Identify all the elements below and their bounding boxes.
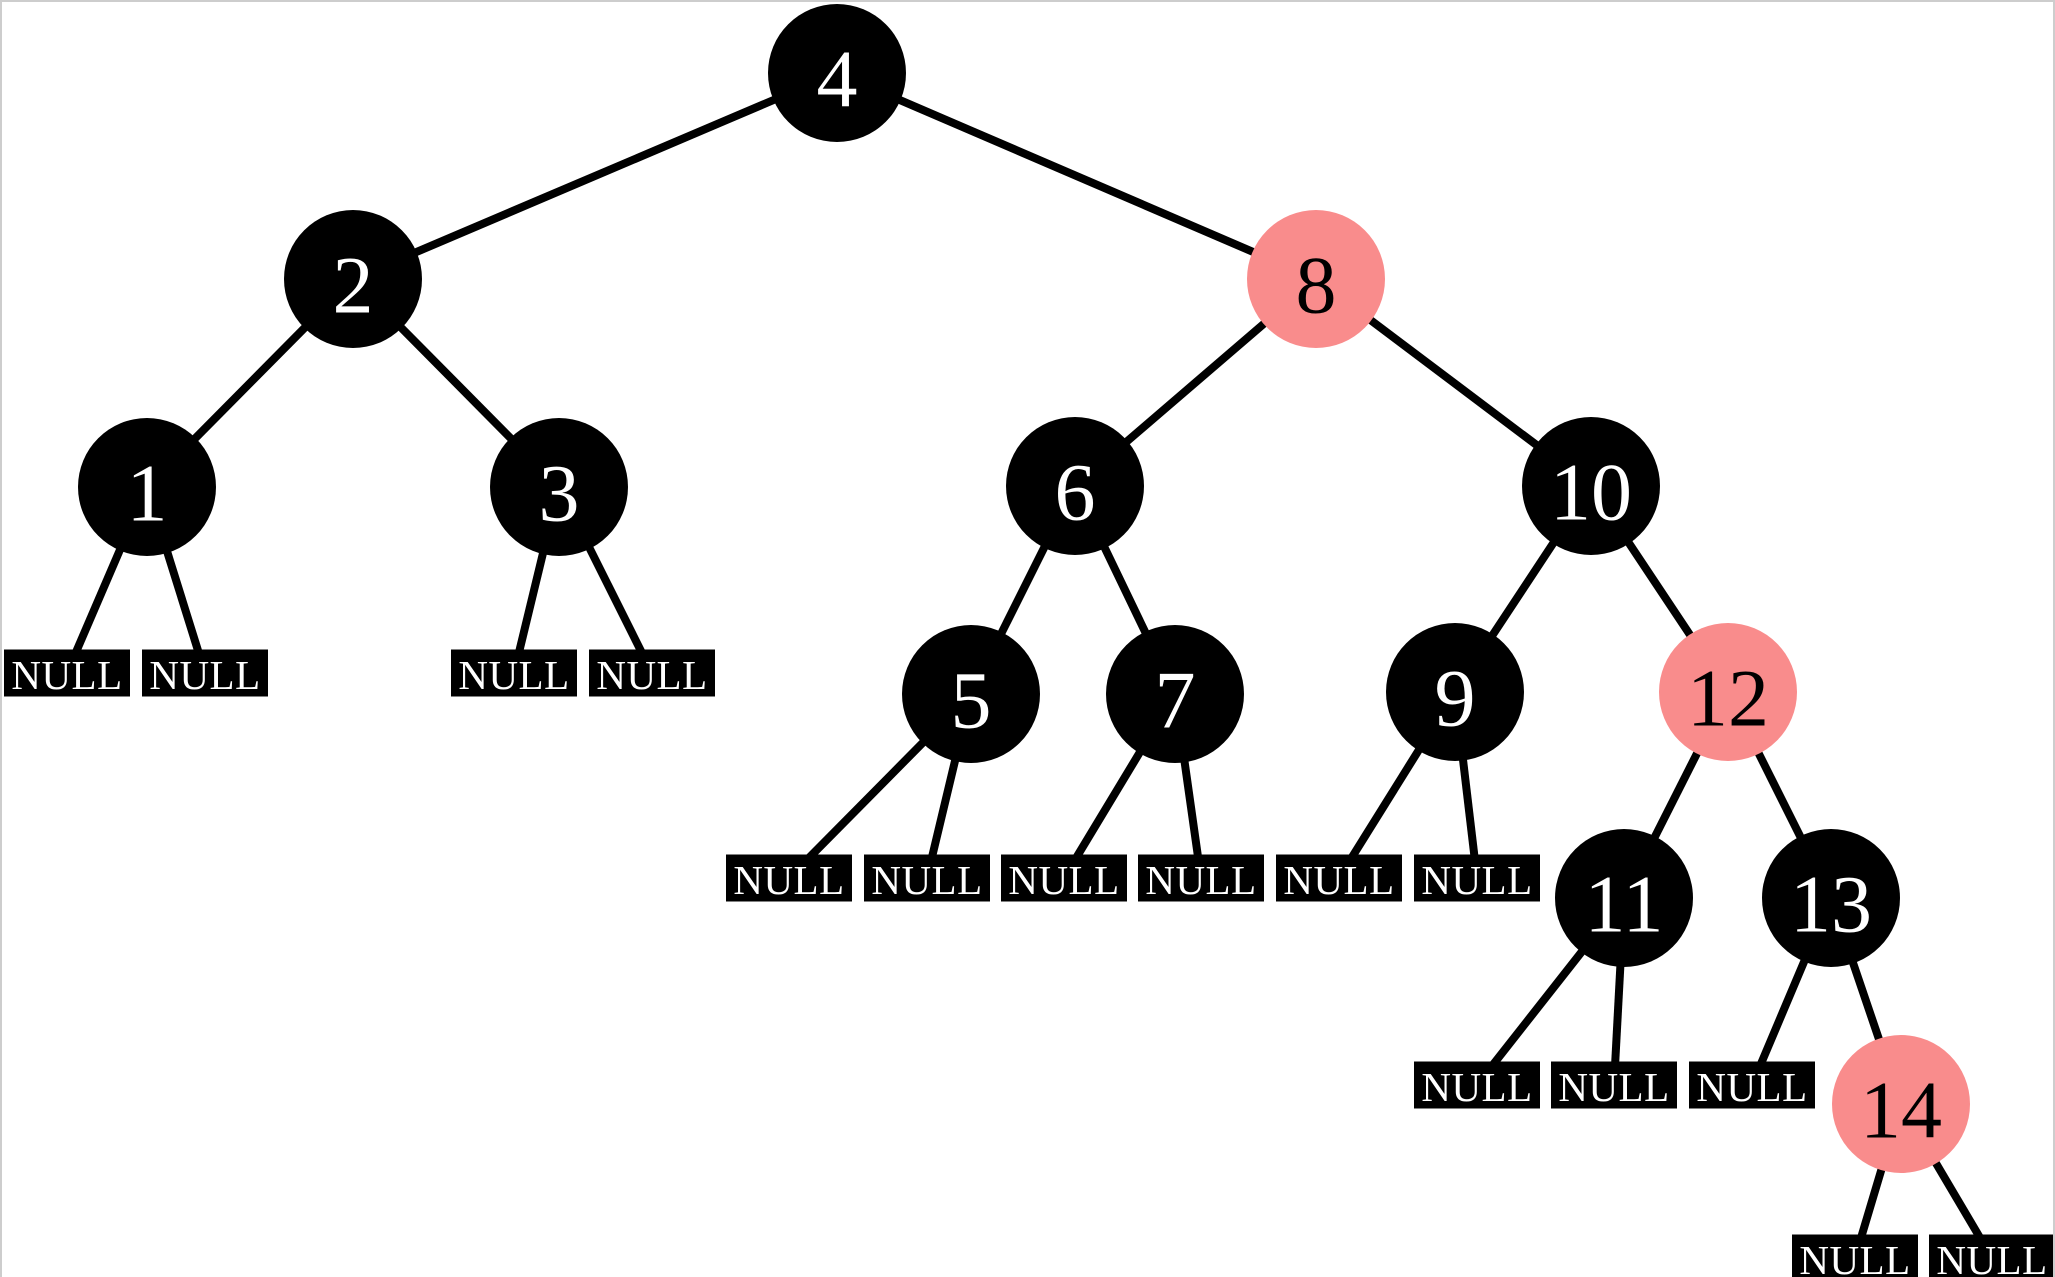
null-leaf-label: NULL: [1283, 857, 1394, 903]
tree-node-7-black: [1106, 625, 1244, 763]
null-leaf-box: [726, 854, 852, 902]
null-leaf-label: NULL: [1421, 1064, 1532, 1110]
null-leaf-label: NULL: [1696, 1064, 1807, 1110]
tree-node-label-14: 14: [1860, 1065, 1942, 1156]
tree-node-label-7: 7: [1155, 655, 1196, 746]
null-leaf-label: NULL: [1799, 1237, 1910, 1277]
tree-node-label-1: 1: [127, 448, 168, 539]
tree-node-label-3: 3: [539, 448, 580, 539]
null-leaf-box: [1138, 854, 1264, 902]
tree-node-14-red: [1832, 1035, 1970, 1173]
tree-node-6-black: [1006, 417, 1144, 555]
null-leaf-label: NULL: [1936, 1237, 2047, 1277]
tree-edge-4-8: [835, 69, 1318, 283]
null-leaf-box: [4, 649, 130, 697]
null-leaf-label: NULL: [1558, 1064, 1669, 1110]
null-leaf-box: [1414, 1061, 1540, 1109]
tree-node-11-black: [1555, 829, 1693, 967]
null-leaf-label: NULL: [1145, 857, 1256, 903]
null-leaf-box: [451, 649, 577, 697]
tree-node-8-red: [1247, 210, 1385, 348]
tree-node-label-5: 5: [951, 655, 992, 746]
tree-node-2-black: [284, 210, 422, 348]
tree-node-10-black: [1522, 417, 1660, 555]
tree-node-label-2: 2: [333, 240, 374, 331]
tree-node-9-black: [1386, 623, 1524, 761]
tree-node-label-13: 13: [1790, 859, 1872, 950]
null-leaf-box: [589, 649, 715, 697]
tree-node-label-4: 4: [817, 34, 858, 125]
tree-node-5-black: [902, 625, 1040, 763]
null-leaf-box: [1929, 1234, 2053, 1277]
null-leaf-label: NULL: [149, 652, 260, 698]
null-leaf-label: NULL: [11, 652, 122, 698]
tree-node-4-black: [768, 4, 906, 142]
null-leaf-label: NULL: [458, 652, 569, 698]
tree-node-label-6: 6: [1055, 447, 1096, 538]
null-leaf-box: [1414, 854, 1540, 902]
null-leaf-label: NULL: [596, 652, 707, 698]
tree-node-3-black: [490, 418, 628, 556]
tree-node-label-8: 8: [1296, 240, 1337, 331]
null-leaf-box: [1001, 854, 1127, 902]
null-leaf-label: NULL: [733, 857, 844, 903]
tree-node-label-10: 10: [1550, 447, 1632, 538]
tree-node-12-red: [1659, 623, 1797, 761]
null-leaf-box: [142, 649, 268, 697]
null-leaf-box: [1792, 1234, 1918, 1277]
null-leaf-box: [1276, 854, 1402, 902]
null-leaf-label: NULL: [1008, 857, 1119, 903]
null-leaf-box: [1689, 1061, 1815, 1109]
tree-node-1-black: [78, 418, 216, 556]
null-leaf-label: NULL: [1421, 857, 1532, 903]
tree-node-label-9: 9: [1435, 653, 1476, 744]
tree-node-label-11: 11: [1585, 859, 1664, 950]
tree-node-13-black: [1762, 829, 1900, 967]
null-leaf-box: [1551, 1061, 1677, 1109]
tree-edge-4-2: [351, 69, 839, 283]
null-leaf-label: NULL: [871, 857, 982, 903]
tree-node-label-12: 12: [1687, 653, 1769, 744]
null-leaf-box: [864, 854, 990, 902]
